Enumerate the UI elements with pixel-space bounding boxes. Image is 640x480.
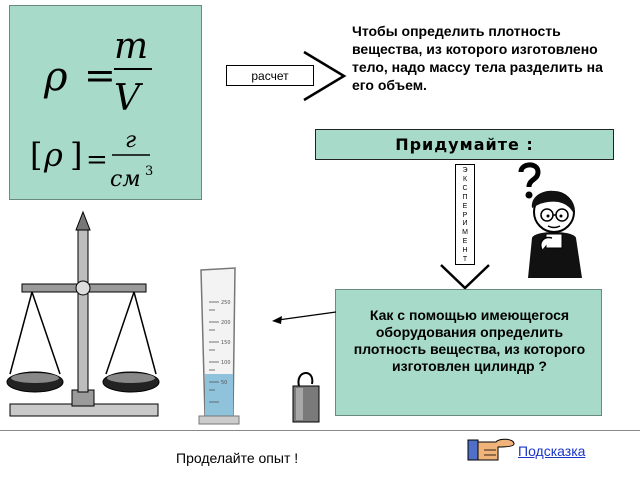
formula-mass: m bbox=[114, 26, 148, 67]
formula-volume: V bbox=[114, 78, 144, 119]
cylinder-mark: 200 bbox=[221, 320, 231, 326]
thinking-professor-icon bbox=[528, 190, 582, 278]
density-formula: ρ = m V [ ρ ] = г см 3 bbox=[30, 26, 153, 192]
cylinder-mark: 150 bbox=[221, 340, 231, 346]
bottom-separator bbox=[0, 430, 640, 431]
unit-rho: ρ bbox=[43, 136, 63, 174]
unit-gram: г bbox=[125, 128, 136, 153]
balance-scale-icon bbox=[6, 210, 160, 417]
formula-equals: = bbox=[84, 53, 116, 97]
pointer-arrow-icon bbox=[272, 311, 337, 324]
cylinder-mark: 100 bbox=[221, 360, 231, 366]
unit-cm: см bbox=[110, 167, 141, 192]
unit-bracket-left: [ bbox=[30, 136, 42, 174]
unit-equals: = bbox=[86, 145, 108, 175]
calc-label: расчет bbox=[226, 65, 314, 86]
formula-rho: ρ bbox=[43, 54, 68, 100]
hint-link[interactable]: Подсказка bbox=[518, 443, 586, 459]
cylinder-mark: 50 bbox=[221, 380, 227, 386]
cylinder-mark: 250 bbox=[221, 300, 231, 306]
question-text: Как с помощью имеющегося оборудования оп… bbox=[353, 307, 586, 374]
arrow-down-icon bbox=[440, 264, 490, 290]
do-experiment-text: Проделайте опыт ! bbox=[176, 450, 299, 466]
pointing-hand-icon[interactable] bbox=[466, 432, 518, 468]
density-rule-text: Чтобы определить плотность вещества, из … bbox=[352, 23, 603, 93]
measuring-cylinder-icon: 250 200 150 100 50 bbox=[198, 267, 240, 425]
unit-exponent: 3 bbox=[145, 164, 153, 179]
invent-banner: Придумайте : bbox=[315, 129, 614, 160]
arrow-right-icon bbox=[303, 50, 347, 102]
unit-bracket-right: ] bbox=[70, 136, 82, 174]
cylinder-scale bbox=[209, 301, 219, 403]
question-mark-icon bbox=[518, 162, 541, 199]
metal-weight-icon bbox=[292, 372, 320, 423]
question-panel: Как с помощью имеющегося оборудования оп… bbox=[335, 289, 602, 416]
formula-panel: ρ = m V [ ρ ] = г см 3 bbox=[9, 5, 202, 200]
